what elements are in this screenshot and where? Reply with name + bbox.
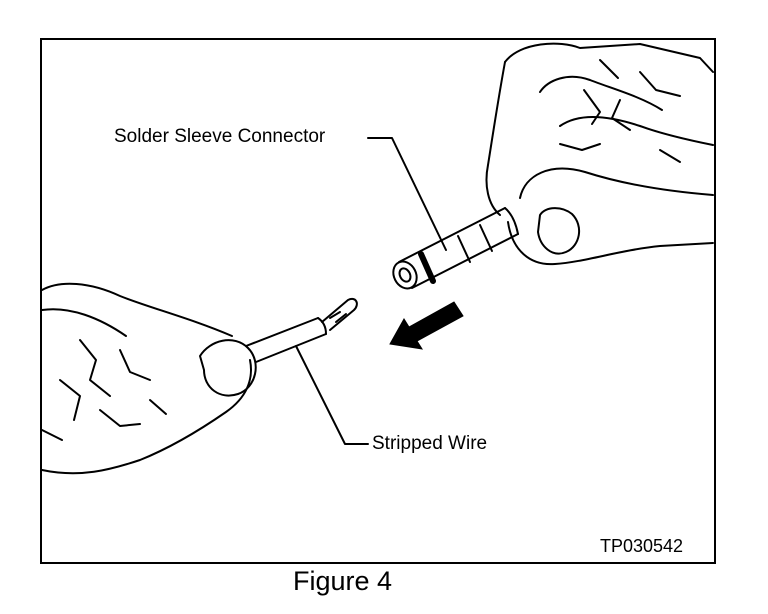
solder-sleeve-connector [392,207,519,290]
stripped-wire [245,298,358,363]
direction-arrow [389,301,464,350]
figure-border [40,38,716,564]
connector-label: Solder Sleeve Connector [114,126,326,147]
figure-code: TP030542 [600,536,684,556]
wire-leader-line [295,345,369,445]
left-hand-drawing [41,282,257,475]
wire-label: Stripped Wire [372,433,488,454]
figure-caption: Figure 4 [292,566,393,596]
right-hand-drawing [485,42,714,266]
connector-leader-line [367,137,447,251]
